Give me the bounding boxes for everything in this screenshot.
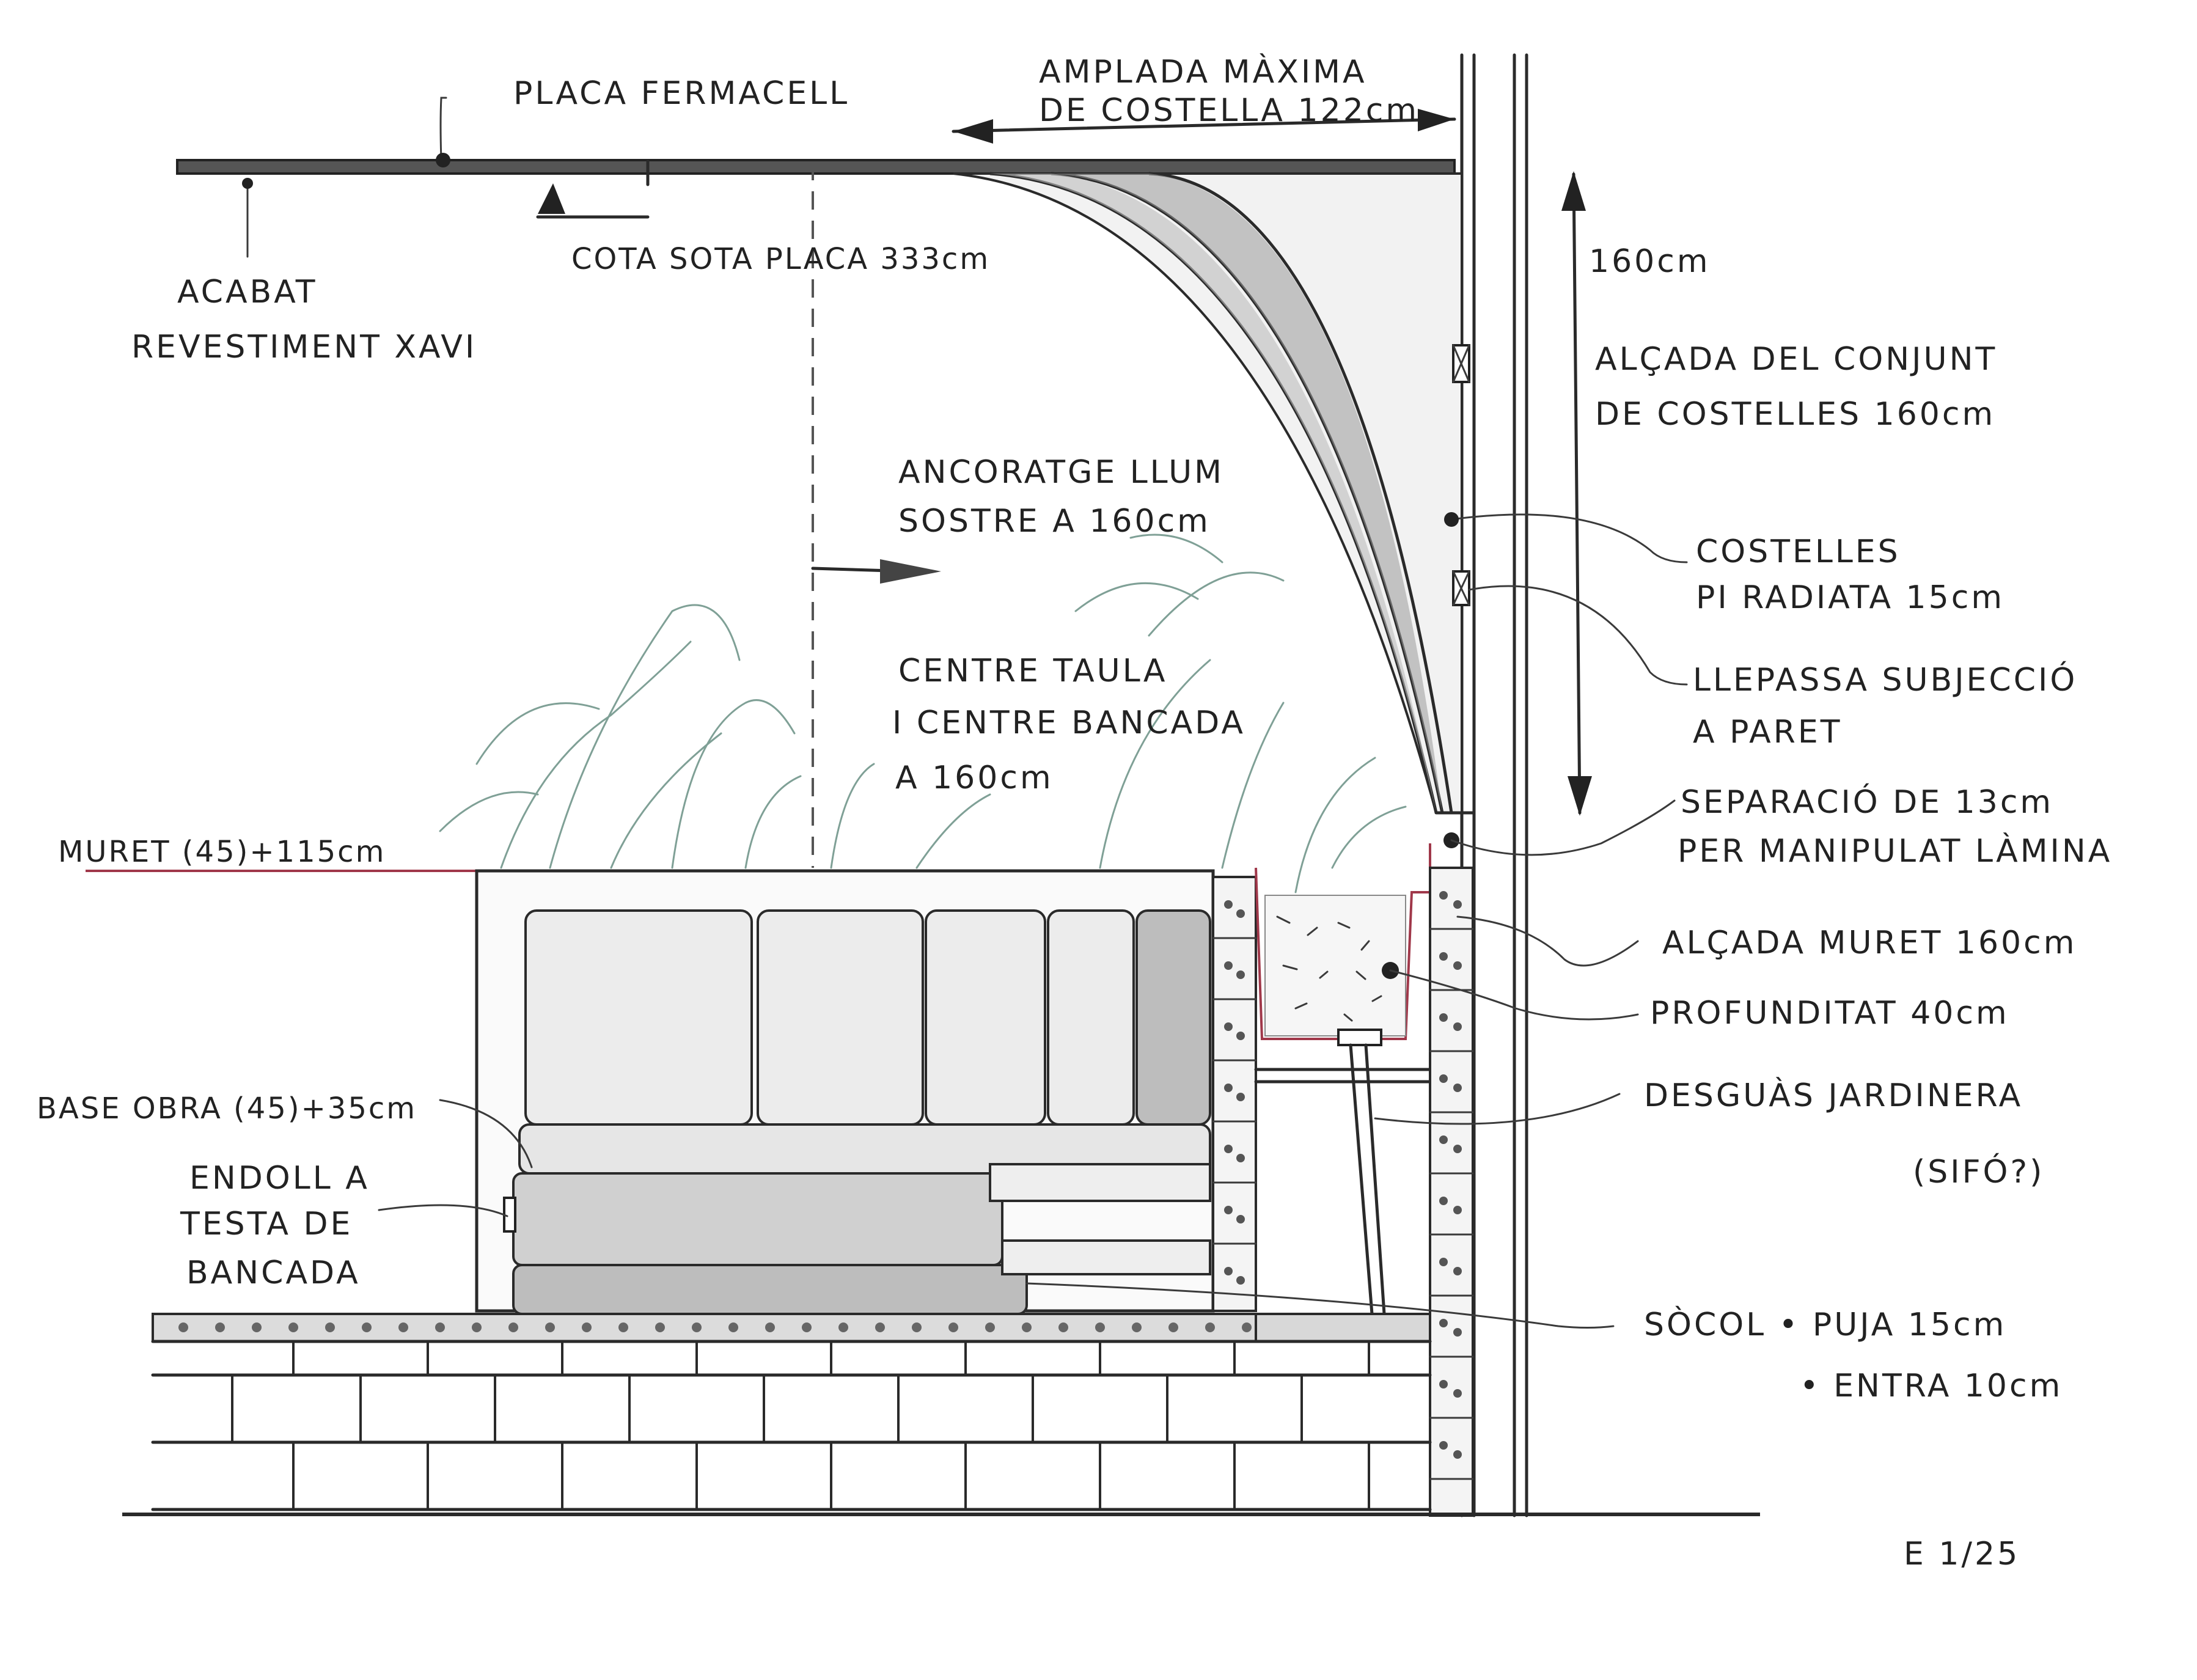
label-conjunt-2: DE COSTELLES 160cm (1595, 396, 1995, 433)
label-amplada-1: AMPLADA MÀXIMA (1039, 53, 1367, 90)
label-desguas-1: DESGUÀS JARDINERA (1644, 1077, 2023, 1114)
label-ancoratge-1: ANCORATGE LLUM (898, 454, 1224, 491)
dimension-arrow-height (1561, 171, 1592, 816)
label-conjunt-1: ALÇADA DEL CONJUNT (1595, 341, 1997, 378)
label-acabat-1: ACABAT (177, 274, 318, 310)
label-160cm: 160cm (1589, 243, 1711, 280)
label-endoll-1: ENDOLL A (189, 1160, 370, 1197)
label-cota: COTA SOTA PLACA 333cm (571, 242, 990, 276)
label-endoll-2: TESTA DE (180, 1206, 353, 1242)
label-acabat-2: REVESTIMENT XAVI (131, 329, 477, 365)
label-placa-fermacell: PLACA FERMACELL (513, 75, 849, 112)
plants (439, 534, 1407, 893)
label-centre-2: I CENTRE BANCADA (892, 705, 1245, 741)
label-muret: MURET (45)+115cm (58, 835, 386, 869)
ceiling-plate (176, 159, 1456, 219)
ribs (953, 172, 1476, 815)
annotations: PLACA FERMACELL AMPLADA MÀXIMA DE COSTEL… (37, 53, 2112, 1572)
label-profunditat: PROFUNDITAT 40cm (1650, 995, 2009, 1032)
label-ancoratge-2: SOSTRE A 160cm (898, 503, 1211, 540)
label-desguas-2: (SIFÓ?) (1913, 1153, 2044, 1190)
label-escala: E 1/25 (1904, 1536, 2020, 1572)
label-separacio-2: PER MANIPULAT LÀMINA (1678, 832, 2112, 870)
bench-block-column (1212, 876, 1257, 1312)
floor (122, 1313, 1760, 1516)
label-centre-3: A 160cm (895, 760, 1054, 796)
label-alcada-muret: ALÇADA MURET 160cm (1662, 925, 2077, 961)
label-socol-2: • ENTRA 10cm (1800, 1368, 2063, 1404)
label-llepassa-1: LLEPASSA SUBJECCIÓ (1693, 661, 2077, 699)
label-separacio-1: SEPARACIÓ DE 13cm (1681, 783, 2053, 821)
label-llepassa-2: A PARET (1693, 714, 1842, 750)
dimension-arrow-width (952, 109, 1456, 144)
label-costelles-1: COSTELLES (1696, 534, 1901, 570)
bench (475, 869, 1215, 1315)
label-amplada-2: DE COSTELLA 122cm (1039, 92, 1419, 129)
leader-lines (242, 97, 1688, 1329)
label-costelles-2: PI RADIATA 15cm (1696, 579, 2004, 616)
label-socol-1: SÒCOL • PUJA 15cm (1644, 1305, 2006, 1343)
label-endoll-3: BANCADA (186, 1255, 361, 1291)
muret-block-column (1429, 832, 1474, 1517)
label-centre-1: CENTRE TAULA (898, 653, 1167, 689)
label-base-obra: BASE OBRA (45)+35cm (37, 1091, 417, 1126)
planter (1254, 843, 1432, 1316)
centre-axis (811, 162, 941, 868)
